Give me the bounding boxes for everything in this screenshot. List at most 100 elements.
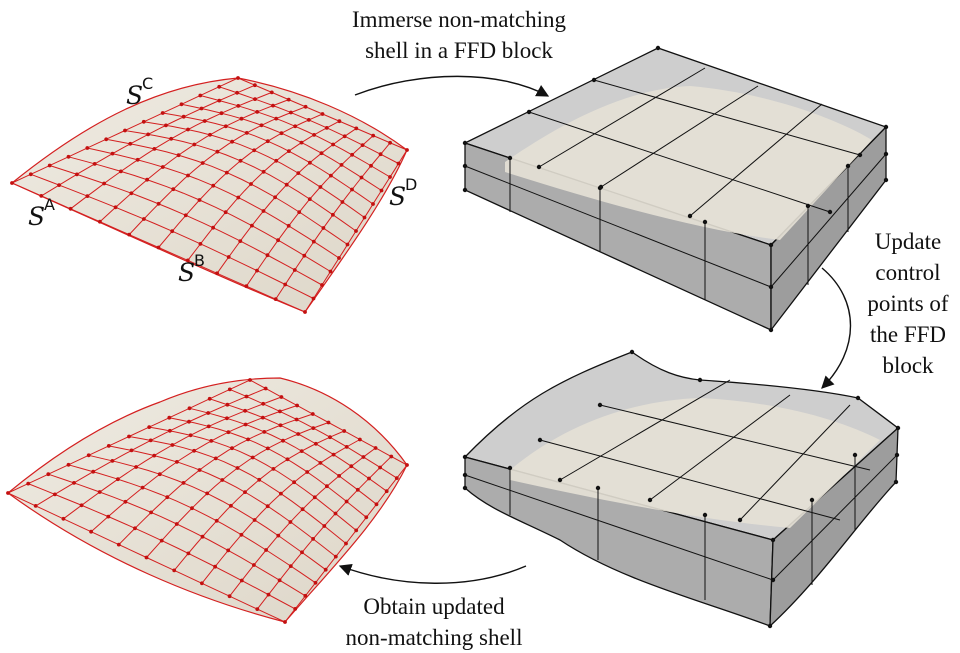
svg-text:S: S: [389, 182, 406, 211]
control-point: [239, 532, 244, 537]
control-point: [292, 480, 296, 485]
arrow-update: [821, 267, 852, 389]
control-point: [342, 134, 347, 139]
control-point: [320, 283, 324, 287]
control-point: [211, 225, 216, 230]
control-point: [297, 210, 302, 215]
svg-text:B: B: [194, 251, 205, 270]
ffd-node: [883, 151, 889, 157]
control-point: [179, 102, 184, 107]
control-point: [142, 217, 146, 221]
control-point: [250, 223, 254, 228]
control-point: [311, 296, 316, 301]
control-point: [10, 181, 14, 185]
ffd-node: [768, 284, 774, 290]
control-point: [211, 183, 216, 188]
control-point: [389, 454, 394, 459]
control-point: [202, 119, 207, 123]
control-point: [236, 104, 241, 108]
control-point: [255, 607, 260, 611]
control-point: [344, 541, 348, 546]
control-point: [358, 437, 362, 442]
control-point: [279, 131, 284, 136]
control-point: [283, 282, 288, 287]
control-point: [331, 452, 336, 457]
control-point: [91, 469, 96, 474]
control-point: [344, 445, 349, 449]
control-point: [249, 182, 253, 186]
control-point: [85, 194, 90, 199]
control-point: [321, 226, 326, 230]
ffd-node: [883, 177, 889, 183]
control-point: [119, 169, 123, 174]
caption-immerse-line2: shell in a FFD block: [365, 38, 553, 63]
control-point: [164, 123, 168, 128]
control-point: [174, 522, 179, 526]
control-point: [310, 412, 315, 416]
control-point: [288, 564, 293, 568]
control-point: [243, 408, 248, 413]
control-point: [286, 97, 291, 102]
control-point: [206, 411, 211, 415]
ffd-node: [855, 395, 861, 401]
control-point: [208, 132, 212, 137]
control-point: [274, 116, 279, 121]
control-point: [200, 161, 205, 165]
control-point: [394, 476, 399, 480]
control-point: [333, 511, 338, 516]
control-point: [92, 162, 97, 166]
control-point: [328, 435, 332, 440]
control-point: [213, 456, 218, 461]
control-point: [277, 578, 282, 583]
control-point: [384, 489, 389, 494]
control-point: [57, 183, 61, 188]
ffd-node: [629, 349, 635, 355]
ffd-node: [857, 152, 863, 158]
control-point: [219, 111, 224, 116]
control-point: [354, 126, 359, 131]
control-point: [337, 256, 341, 260]
control-point: [266, 592, 271, 597]
control-point: [199, 106, 204, 111]
control-point: [263, 386, 268, 391]
control-point: [188, 433, 193, 438]
control-point: [350, 152, 354, 157]
control-point: [129, 448, 134, 453]
control-point: [26, 481, 31, 486]
control-point: [235, 466, 240, 470]
ffd-node: [462, 472, 468, 478]
control-point: [133, 526, 137, 531]
ffd-node: [462, 140, 468, 146]
control-point: [159, 538, 164, 543]
ffd-node: [894, 452, 900, 458]
control-point: [116, 477, 120, 482]
patch-label-c: S C: [126, 74, 153, 110]
control-point: [344, 499, 349, 504]
control-point: [225, 416, 229, 421]
ffd-node: [767, 623, 773, 629]
control-point: [373, 446, 378, 450]
control-point: [152, 147, 157, 151]
control-point: [312, 495, 317, 500]
control-point: [265, 446, 270, 451]
control-point: [89, 529, 93, 534]
ffd-node: [537, 437, 543, 443]
control-point: [197, 468, 202, 472]
control-point: [144, 555, 149, 560]
ffd-deformed-shell: [510, 398, 880, 528]
control-point: [295, 403, 299, 408]
control-point: [362, 215, 367, 220]
control-point: [145, 177, 150, 182]
control-point: [239, 578, 244, 583]
control-point: [255, 268, 259, 273]
control-point: [224, 170, 229, 175]
control-point: [170, 443, 175, 447]
control-point: [283, 620, 287, 624]
control-point: [325, 484, 329, 489]
caption-update-line1: Update: [874, 229, 942, 254]
control-point: [369, 163, 373, 168]
control-point: [68, 206, 73, 211]
control-point: [220, 478, 225, 482]
control-point: [127, 434, 131, 439]
control-point: [140, 485, 145, 490]
